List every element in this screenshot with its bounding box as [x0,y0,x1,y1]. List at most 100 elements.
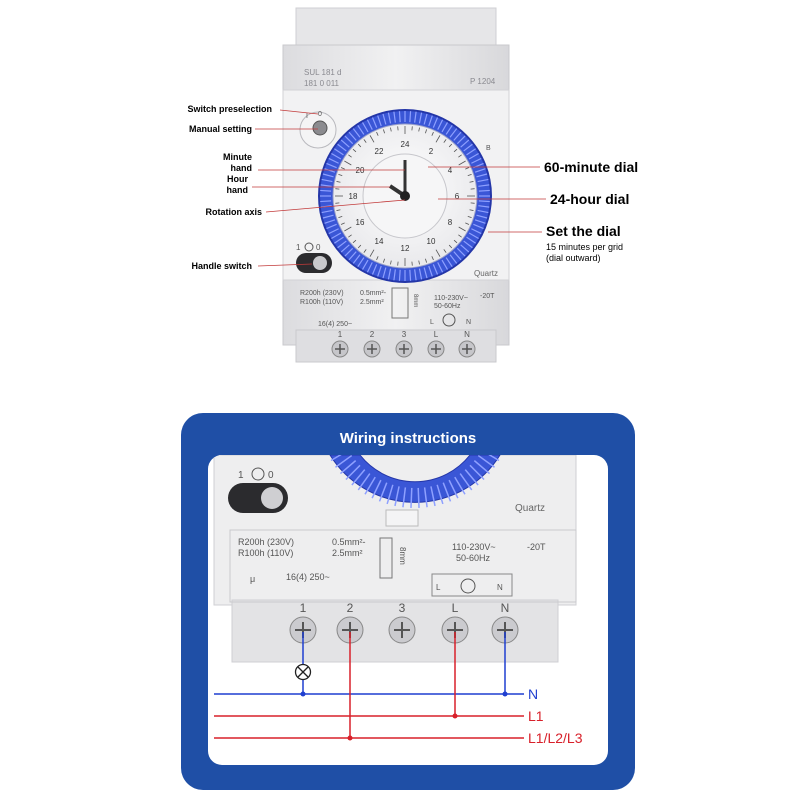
preselect-label-0: 0 [318,111,322,118]
ring-tooth [328,228,339,235]
ring-tooth [460,244,470,253]
zoom-ring-tooth [402,487,407,508]
ring-tooth [387,268,392,280]
rotation-axis [400,191,410,201]
ring-tooth [460,139,470,148]
ring-tooth [393,269,396,281]
callout-hour-hand-2: hand [227,185,249,195]
reserve-110: R100h (110V) [300,299,343,306]
minute-tick [382,129,385,134]
hour-label: 10 [427,237,436,246]
ring-tooth [371,117,378,128]
callout-minute-hand-1: Minute [223,152,252,162]
zoom-terminal-label: N [501,601,510,615]
line-label-l123: L1/L2/L3 [528,730,583,746]
zoom-dial-tab [385,509,419,527]
ring-tooth [478,205,490,208]
card-inner [208,455,608,765]
zoom-ring-teeth [324,439,500,508]
zoom-terminal-label: L [452,601,459,615]
zoom-ring-tooth [335,455,353,468]
timer-device-diagram: SUL 181 d 181 0 011 P 1204 I 0 B 2468101… [187,7,638,363]
ring-tooth [321,178,333,183]
minute-tick [418,127,420,132]
minute-tick [458,234,462,238]
callout-24-hour-dial: 24-hour dial [550,191,629,207]
wiring-title: Wiring instructions [340,430,477,447]
ring-tooth [466,148,477,156]
ring-tooth [423,113,428,125]
callout-set-dial: Set the dial [546,223,621,239]
zoom-ring-tooth [327,445,345,454]
ring-tooth [428,265,433,277]
strip-length-gauge [391,287,409,319]
minute-tick [352,148,357,153]
zoom-ring-tooth [477,455,495,468]
node-term-n [502,691,508,697]
ring-tooth [445,257,453,268]
minute-tick [453,239,458,244]
model-line1: SUL 181 d [304,68,342,77]
minute-tick [465,167,470,170]
zoom-strip-gauge [379,537,393,579]
minute-tick [369,135,375,143]
frequency: 50-60Hz [434,303,461,310]
zoom-ring-tooth [324,439,343,446]
zoom-coil-n: N [497,583,503,592]
hour-label: 12 [401,244,410,253]
ring-tooth [361,259,369,270]
ring-tooth [437,119,444,130]
ring-tooth [331,232,342,240]
handle-switch-knob[interactable] [313,256,327,270]
ring-tooth [382,267,387,279]
minute-tick [338,216,343,219]
terminal-label: 1 [338,330,343,339]
callout-minute-hand-2: hand [231,163,253,173]
ring-tooth [340,139,350,148]
zoom-terminal-screw [441,616,469,644]
minute-tick [458,160,466,166]
minute-tick [425,129,428,134]
zoom-wire-size-2: 2.5mm² [332,548,363,558]
line-label-n: N [528,686,538,702]
minute-tick [357,244,362,249]
ring-tooth [449,128,458,138]
line-label-l1: L1 [528,708,544,724]
minute-tick [344,226,352,232]
ring-tooth [478,184,490,187]
preselect-label-b: B [486,145,491,152]
ring-tooth [352,128,361,138]
zoom-ring-tooth [454,476,466,495]
minute-tick [443,249,447,253]
zoom-strip-length: 8mm [398,547,407,565]
ring-tooth [414,269,417,281]
zoom-ac-symbol-icon [460,578,476,594]
ring-tooth [371,264,378,275]
zoom-ring-tooth [371,479,382,499]
ring-tooth [337,240,347,249]
manual-setting-knob[interactable] [312,120,328,136]
ring-tooth [393,111,396,123]
zoom-ring-tooth [473,460,491,475]
ring-tooth [320,189,332,192]
minute-tick [458,226,466,232]
coil-l: L [430,319,434,326]
part-number: P 1204 [470,77,496,86]
zoom-ring-tooth [481,455,500,462]
ring-tooth [466,236,477,244]
minute-tick [431,256,434,261]
ring-tooth [322,214,334,219]
ring-tooth [474,168,486,173]
minute-tick [352,239,357,244]
ring-tooth [463,143,473,152]
zoom-ring-tooth [417,487,420,508]
zoom-ring-tooth [464,469,479,486]
minute-tick [340,222,345,225]
zoom-dial-ring [329,455,501,503]
minute-tick [357,143,362,148]
zoom-ring-tooth [394,486,400,507]
ring-tooth [477,209,489,214]
minute-tick [363,249,367,253]
ring-tooth [348,251,357,261]
callout-handle-switch: Handle switch [191,261,252,271]
